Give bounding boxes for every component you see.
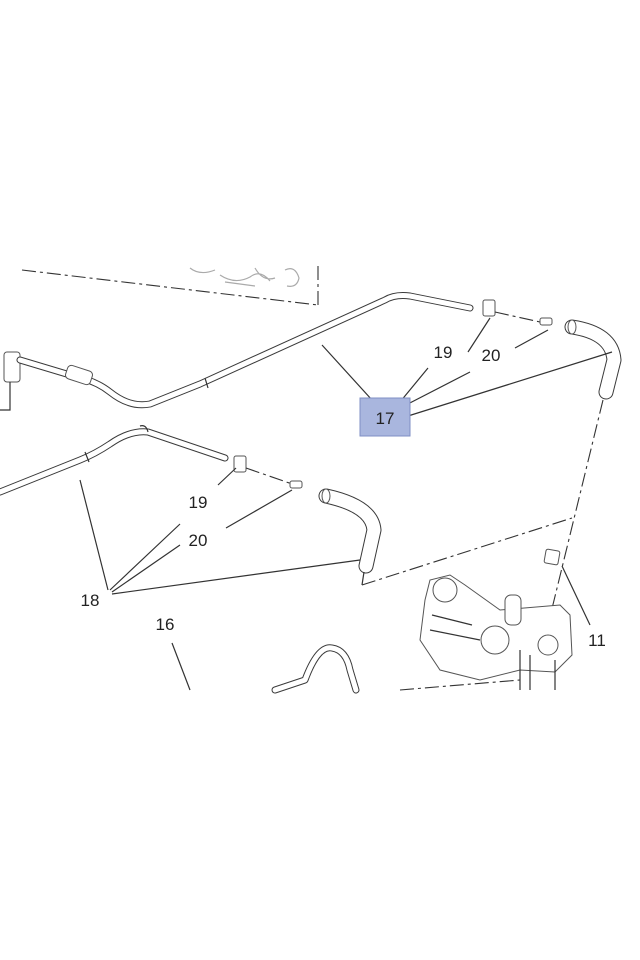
- callout-17: 17: [376, 409, 395, 428]
- callout-20-lower[interactable]: 20: [189, 531, 208, 550]
- callout-19-lower[interactable]: 19: [189, 493, 208, 512]
- callout-16[interactable]: 16: [156, 615, 175, 634]
- top-partial-assembly: [21, 266, 319, 306]
- pump-assembly: [419, 574, 573, 690]
- clip-11: [543, 548, 561, 566]
- callout-19-upper[interactable]: 19: [434, 343, 453, 362]
- guide-line: [547, 399, 604, 626]
- hose-16[interactable]: [271, 644, 360, 694]
- guide-line-lower: [361, 517, 573, 586]
- callout-20-upper[interactable]: 20: [482, 346, 501, 365]
- hose-18[interactable]: [0, 425, 382, 586]
- clip-19-lower: [233, 455, 247, 473]
- nipple-20-lower: [289, 480, 303, 489]
- clip-19-upper: [482, 299, 496, 317]
- left-connector: [0, 351, 21, 411]
- callout-11[interactable]: 11: [588, 631, 606, 650]
- callout-17-highlight[interactable]: 17: [359, 397, 411, 437]
- hose-17[interactable]: [0, 292, 622, 411]
- nipple-20-upper: [539, 317, 553, 326]
- callout-18[interactable]: 18: [81, 591, 100, 610]
